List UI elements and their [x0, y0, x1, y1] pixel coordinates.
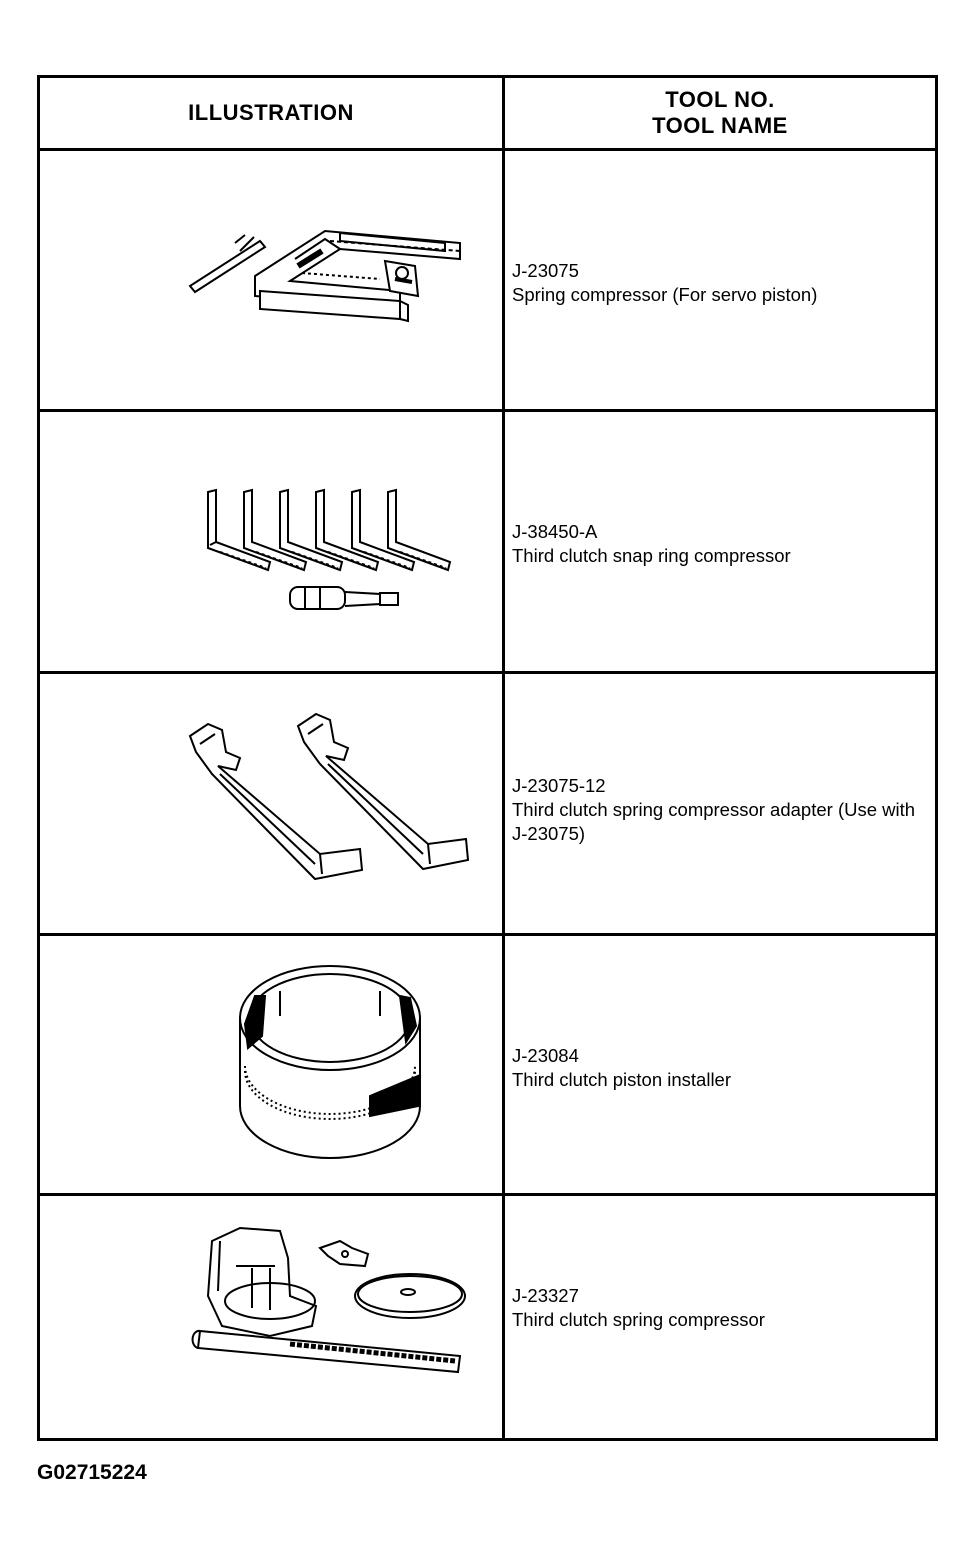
illustration-header: ILLUSTRATION	[188, 100, 354, 125]
tool-no-header: TOOL NO.	[665, 87, 775, 112]
table-header: ILLUSTRATION TOOL NO. TOOL NAME	[40, 78, 935, 151]
figure-id: G02715224	[37, 1461, 147, 1484]
tool-number: J-23075-12	[512, 775, 606, 796]
tool-header: TOOL NO. TOOL NAME	[505, 78, 935, 148]
table-row: J-23084 Third clutch piston installer	[40, 936, 935, 1196]
table-row: J-23075-12 Third clutch spring compresso…	[40, 674, 935, 936]
tool-name-header: TOOL NAME	[652, 113, 788, 138]
tool-number: J-38450-A	[512, 521, 598, 542]
tool-info: J-23075 Spring compressor (For servo pis…	[512, 259, 930, 307]
table-row: J-23075 Spring compressor (For servo pis…	[40, 151, 935, 412]
tool-info: J-23327 Third clutch spring compressor	[512, 1284, 930, 1332]
tool-name: Third clutch spring compressor	[512, 1309, 765, 1330]
tool-number: J-23084	[512, 1045, 579, 1066]
tool-number: J-23327	[512, 1285, 579, 1306]
piston-installer-illustration	[40, 936, 502, 1193]
tool-number: J-23075	[512, 260, 579, 281]
spring-compressor-adapter-illustration	[40, 674, 502, 933]
tool-name: Third clutch spring compressor adapter (…	[512, 799, 916, 844]
tool-info: J-23084 Third clutch piston installer	[512, 1044, 930, 1092]
third-clutch-spring-compressor-illustration	[40, 1196, 502, 1438]
table-row: J-23327 Third clutch spring compressor	[40, 1196, 935, 1438]
tool-name: Third clutch piston installer	[512, 1069, 732, 1090]
tools-table: ILLUSTRATION TOOL NO. TOOL NAME	[37, 75, 938, 1441]
table-row: J-38450-A Third clutch snap ring compres…	[40, 412, 935, 674]
tool-name: Spring compressor (For servo piston)	[512, 284, 818, 305]
column-divider	[502, 78, 505, 1438]
snap-ring-compressor-illustration	[40, 412, 502, 671]
tool-info: J-38450-A Third clutch snap ring compres…	[512, 520, 930, 568]
spring-compressor-illustration	[40, 151, 502, 409]
tool-name: Third clutch snap ring compressor	[512, 545, 791, 566]
tool-info: J-23075-12 Third clutch spring compresso…	[512, 774, 930, 846]
